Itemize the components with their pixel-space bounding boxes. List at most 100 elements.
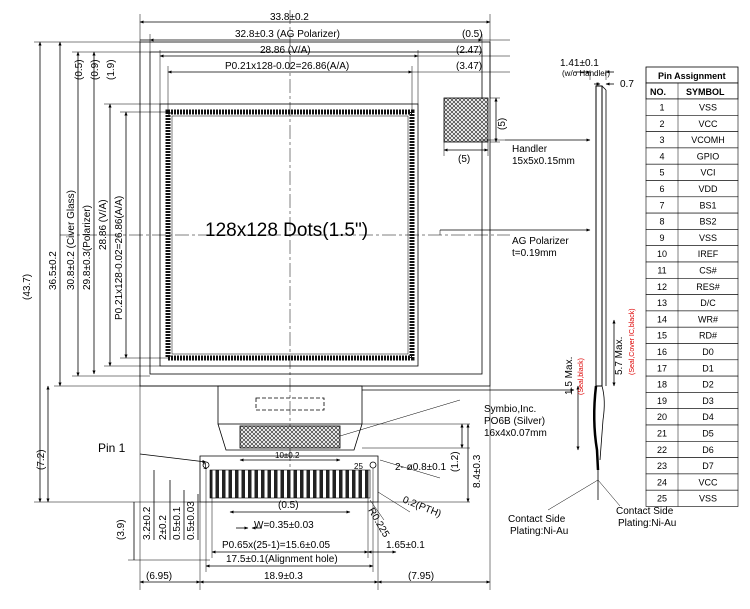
pin-number: 17 [657, 363, 667, 373]
pin-number: 18 [657, 380, 667, 390]
pin-symbol: D1 [702, 363, 714, 373]
pin-symbol: D3 [702, 396, 714, 406]
side-seal-note: (Seal,black) [578, 358, 585, 395]
pin-table-title: Pin Assignment [658, 71, 726, 81]
pin-symbol: D6 [702, 445, 714, 455]
dim-6-95: (6.95) [146, 571, 172, 582]
right-callouts [339, 97, 591, 437]
side-thickness-note: (w/o Handler) [562, 69, 610, 78]
side-thickness-dim: 1.41±0.1 [560, 58, 599, 69]
pin-symbol: VSS [699, 233, 717, 243]
pin-symbol: GPIO [697, 151, 720, 161]
pin-symbol: VCI [700, 168, 715, 178]
pin-tick-1: 1 [203, 462, 208, 471]
pin-number: 10 [657, 249, 667, 259]
pin-symbol: VCC [698, 119, 718, 129]
pin-symbol: BS2 [699, 217, 716, 227]
pin-symbol: VCOMH [691, 135, 725, 145]
module-outline [60, 10, 510, 480]
dim-43-7: (43.7) [22, 274, 33, 300]
dim-bottom-0-5: (0.5) [278, 500, 299, 511]
pin-row [645, 489, 739, 507]
pin-number: 6 [659, 184, 664, 194]
pin-symbol: CS# [699, 266, 717, 276]
dim-aa-height: P0.21x128-0.02=26.86(A/A) [114, 196, 125, 320]
handler-dim-vertical: (5) [497, 118, 508, 130]
dim-3-2: 3.2±0.2 [142, 506, 153, 540]
pin-number: 22 [657, 445, 667, 455]
pin-table-header-symbol: SYMBOL [686, 87, 725, 97]
pin-symbol: D5 [702, 429, 714, 439]
dim-0-5-01: 0.5±0.1 [172, 506, 183, 540]
pin-number: 23 [657, 461, 667, 471]
bottom-left-dimensions [128, 470, 210, 561]
pin-symbol: RD# [699, 331, 717, 341]
pin-symbol: RES# [696, 282, 720, 292]
dim-top-r3: (3.47) [456, 61, 482, 72]
dim-left-1-9: (1.9) [106, 59, 117, 80]
pin-number: 4 [659, 151, 664, 161]
pin-number: 13 [657, 298, 667, 308]
pin-symbol: D2 [702, 380, 714, 390]
pin-number: 24 [657, 477, 667, 487]
handler-spec: 15x5x0.15mm [512, 156, 575, 167]
contact-side-right: Contact Side [616, 506, 674, 517]
side-seal-max: 1.5 Max. [564, 357, 575, 395]
plating-left: Plating:Ni-Au [510, 526, 568, 537]
pin-table-header-no: NO. [650, 87, 666, 97]
dim-left-0-9: (0.9) [90, 59, 101, 80]
pin-symbol: VSS [699, 103, 717, 113]
ag-polarizer-thickness: t=0.19mm [512, 248, 557, 259]
handler-dim-horizontal: (5) [458, 154, 470, 165]
pin-symbol: IREF [698, 249, 719, 259]
alignment-hole-right [369, 461, 377, 469]
radius-dim: R0.225 [365, 506, 391, 540]
ic-size: 16x4x0.07mm [484, 428, 547, 439]
dim-28-86: 28.86 (V/A) [98, 199, 109, 250]
pin-symbol: VCC [698, 477, 718, 487]
handler-title: Handler [512, 144, 548, 155]
dim-left-0-5: (0.5) [74, 59, 85, 80]
plating-right: Plating:Ni-Au [618, 518, 676, 529]
side-cover-max: 5.7 Max. [614, 337, 625, 375]
pin-symbol: WR# [698, 314, 718, 324]
pin-number: 8 [659, 217, 664, 227]
pin-tick-25: 25 [354, 462, 363, 471]
pin-number: 12 [657, 282, 667, 292]
pin-number: 9 [659, 233, 664, 243]
side-glass-thickness: 0.7 [620, 79, 634, 90]
dim-3-9: (3.9) [116, 519, 127, 540]
contact-side-left: Contact Side [508, 514, 566, 525]
ic-part-number: PO6B (Silver) [484, 416, 545, 427]
pin-symbol: VSS [699, 494, 717, 504]
side-cover-note: (Seal,Cover IC,black) [629, 308, 636, 375]
pin-number: 3 [659, 135, 664, 145]
pin-symbol: VDD [698, 184, 718, 194]
pin-width-dim: W=0.35±0.03 [254, 520, 314, 531]
dim-30-8: 30.8±0.2 (Civer Glass) [66, 190, 77, 290]
ag-polarizer-title: AG Polarizer [512, 236, 569, 247]
dim-36-5: 36.5±0.2 [48, 251, 59, 290]
dim-va-width: 28.86 (V/A) [260, 45, 311, 56]
pin-number: 2 [659, 119, 664, 129]
pin-symbol: D0 [702, 347, 714, 357]
ic-manufacturer: Symbio,Inc. [484, 404, 536, 415]
pin-number: 7 [659, 200, 664, 210]
pin-number: 14 [657, 314, 667, 324]
dim-aa-width: P0.21x128-0.02=26.86(A/A) [225, 61, 349, 72]
dim-ag-polarizer-width: 32.8±0.3 (AG Polarizer) [235, 29, 340, 40]
left-dimensions [34, 41, 218, 503]
side-view [547, 70, 621, 511]
pin-number: 19 [657, 396, 667, 406]
dim-8-4: 8.4±0.3 [472, 454, 483, 488]
pin-number: 16 [657, 347, 667, 357]
alignment-holes-dim: 2- ø0.8±0.1 [395, 462, 447, 473]
dim-7-95: (7.95) [408, 571, 434, 582]
handler-tape [443, 97, 489, 143]
fpc-upper [217, 385, 363, 451]
ic-length-dim: 10±0.2 [275, 451, 300, 460]
top-dimensions [139, 14, 510, 112]
pin-number: 20 [657, 412, 667, 422]
bottom-dimensions [139, 386, 491, 590]
